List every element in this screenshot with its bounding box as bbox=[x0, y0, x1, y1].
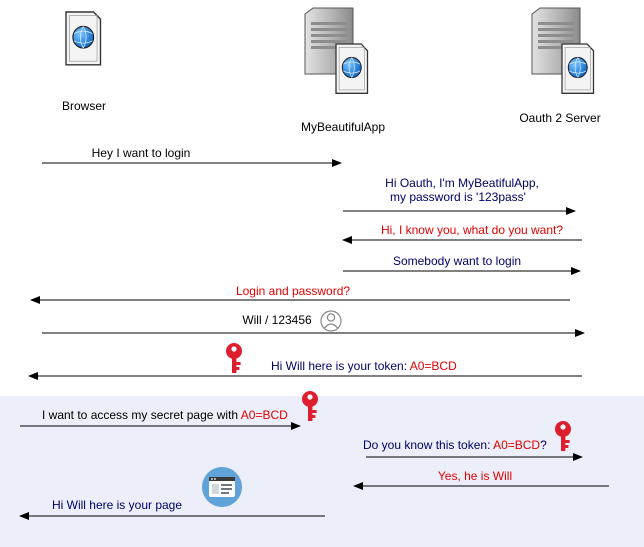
message-9-text: Do you know this token: bbox=[363, 438, 493, 452]
actor-app-label: MyBeautifulApp bbox=[301, 120, 385, 134]
app-document-icon bbox=[335, 43, 369, 94]
message-9-tail: ? bbox=[540, 438, 547, 452]
message-8-text: I want to access my secret page with bbox=[42, 408, 241, 422]
message-2-label-line1: Hi Oauth, I'm MyBeatifulApp, bbox=[385, 176, 539, 190]
actor-server-label: Oauth 2 Server bbox=[519, 111, 600, 125]
message-3-label: Hi, I know you, what do you want? bbox=[381, 223, 563, 237]
user-avatar-icon bbox=[320, 310, 342, 332]
key-icon bbox=[226, 343, 242, 373]
message-6-label: Will / 123456 bbox=[242, 313, 312, 327]
message-7-text: Hi Will here is your token: bbox=[271, 359, 410, 373]
message-9-token: A0=BCD bbox=[493, 438, 540, 452]
message-7-token: A0=BCD bbox=[410, 359, 457, 373]
browser-document-icon bbox=[65, 11, 102, 66]
message-2-label-line2: my password is '123pass' bbox=[390, 190, 526, 204]
message-9-label: Do you know this token: A0=BCD? bbox=[363, 438, 547, 452]
message-8-label: I want to access my secret page with A0=… bbox=[42, 408, 288, 422]
message-1-label: Hey I want to login bbox=[92, 146, 191, 160]
highlight-band bbox=[0, 396, 644, 547]
message-11-label: Hi Will here is your page bbox=[52, 498, 182, 512]
message-4-label: Somebody want to login bbox=[393, 254, 521, 268]
message-10-label: Yes, he is Will bbox=[438, 469, 512, 483]
web-page-icon bbox=[202, 467, 242, 507]
message-5-label: Login and password? bbox=[236, 284, 350, 298]
actor-browser-label: Browser bbox=[62, 99, 106, 113]
message-7-label: Hi Will here is your token: A0=BCD bbox=[271, 359, 457, 373]
message-8-token: A0=BCD bbox=[241, 408, 288, 422]
server-document-icon bbox=[561, 43, 595, 94]
